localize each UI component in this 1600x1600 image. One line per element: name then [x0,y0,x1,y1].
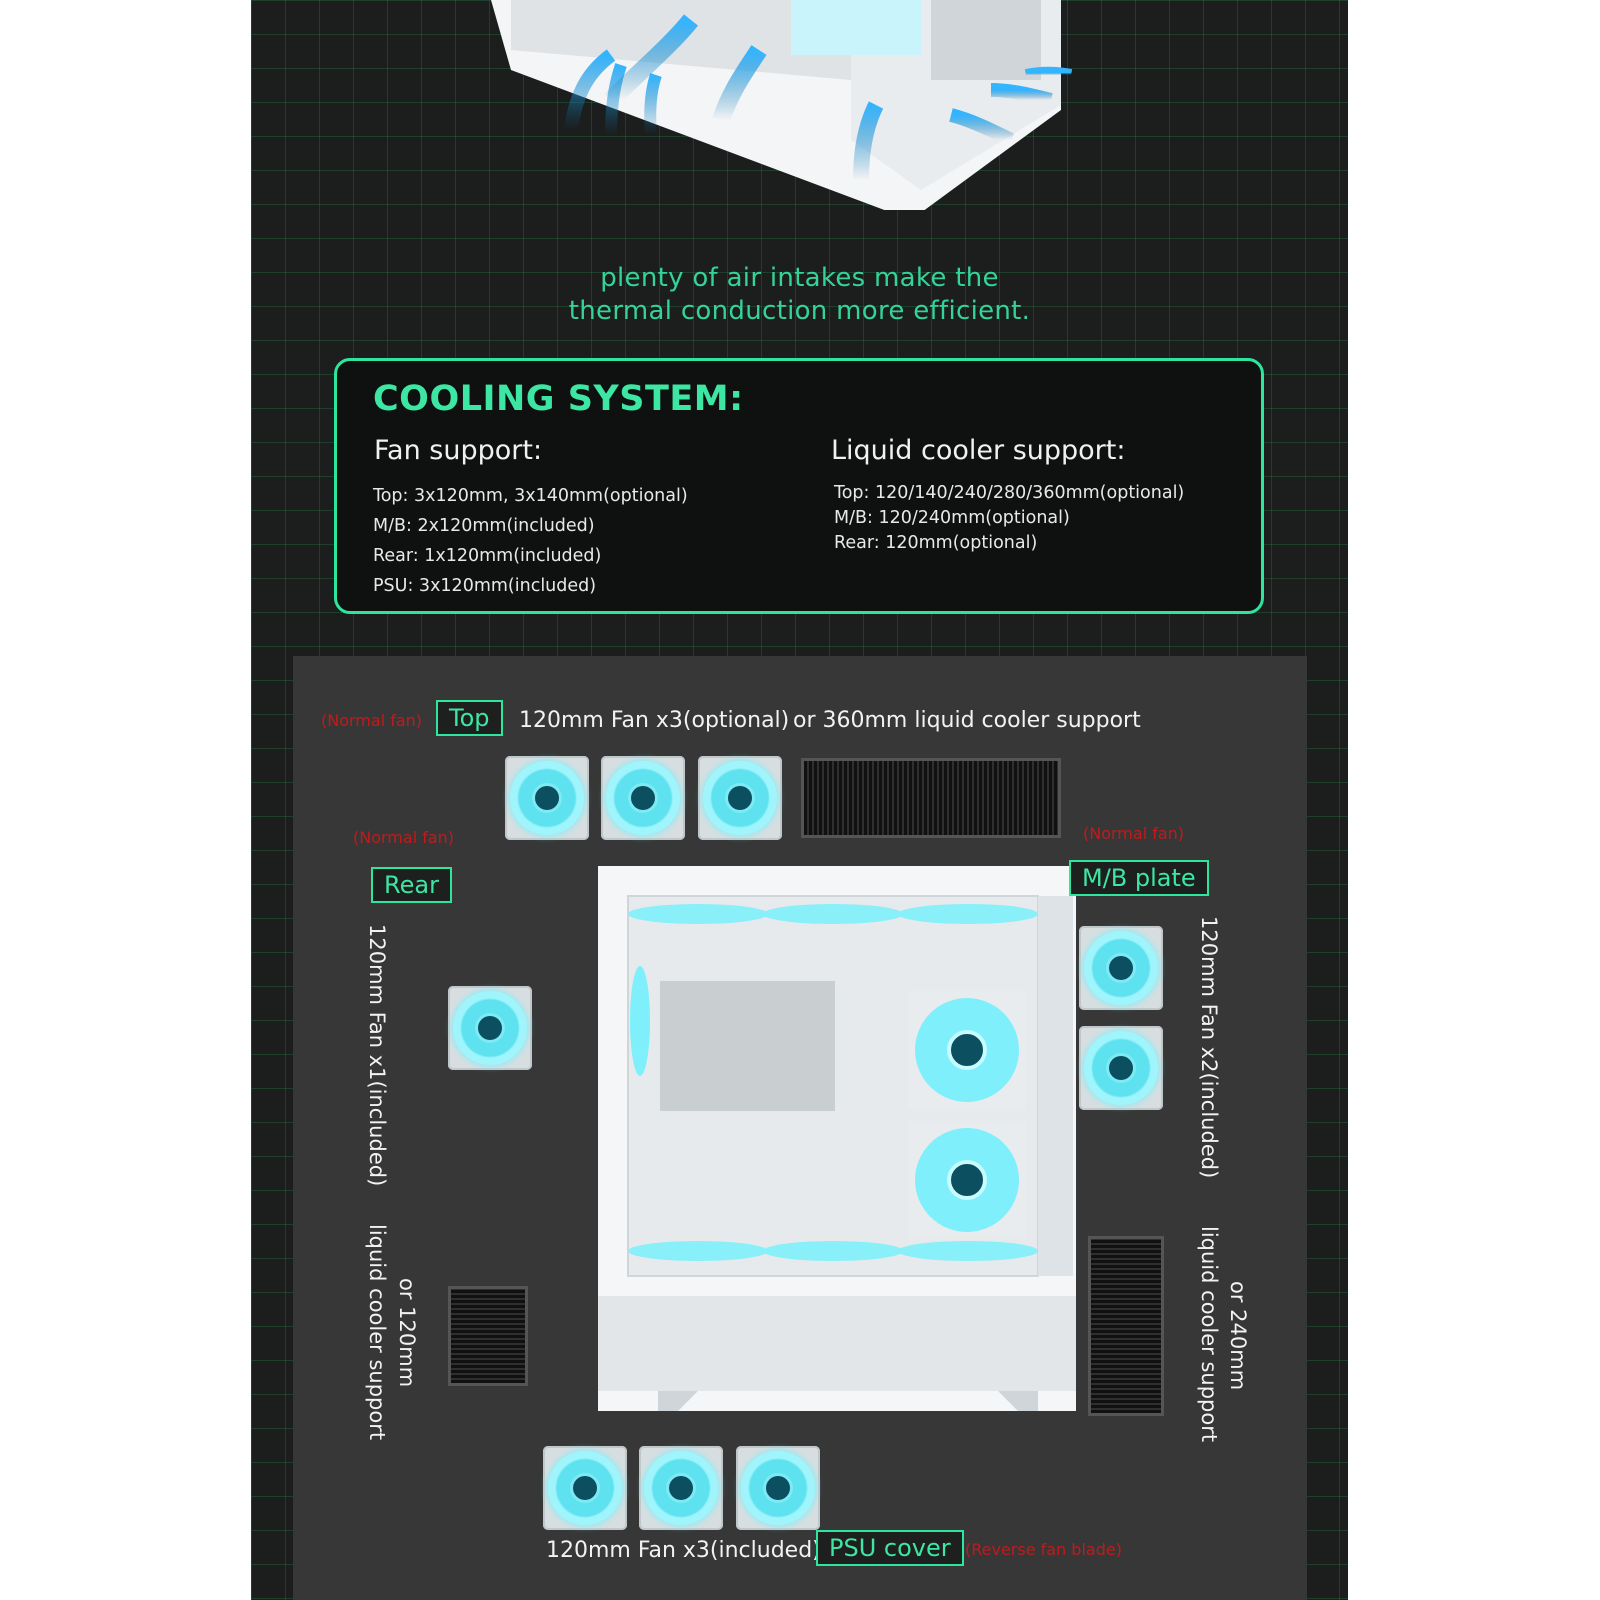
fan-support-heading: Fan support: [374,435,543,466]
fan-icon [543,1446,627,1530]
top-fan-text: 120mm Fan x3(optional) [519,708,790,733]
fan-layout-diagram: (Normal fan) Top 120mm Fan x3(optional) … [293,656,1307,1600]
liquid-support-heading: Liquid cooler support: [831,435,1126,466]
mb-tag: M/B plate [1069,860,1209,896]
fan-icon [639,1446,723,1530]
pc-case-illustration [598,866,1076,1411]
fan-icon [601,756,685,840]
rear-note: (Normal fan) [353,828,455,847]
psu-note: (Reverse fan blade) [965,1540,1122,1559]
rear-tag: Rear [371,867,452,903]
radiator-360-icon [801,758,1061,838]
case-airflow-illustration [491,0,1073,210]
liquid-support-list: Top: 120/140/240/280/360mm(optional) M/B… [834,481,1184,556]
fan-icon [698,756,782,840]
rear-liquid-text-1: or 120mm [395,1278,419,1388]
rear-fan-text: 120mm Fan x1(included) [365,924,389,1187]
list-item: M/B: 120/240mm(optional) [834,508,1070,528]
fan-icon [505,756,589,840]
list-item: Rear: 120mm(optional) [834,533,1038,553]
tagline-line-2: thermal conduction more efficient. [568,296,1031,326]
top-note: (Normal fan) [321,711,423,730]
fan-icon [448,986,532,1070]
psu-fan-text: 120mm Fan x3(included) [546,1538,821,1563]
fan-icon [736,1446,820,1530]
mb-liquid-text-2: liquid cooler support [1197,1226,1221,1443]
top-tag: Top [436,700,503,736]
mb-liquid-text-1: or 240mm [1226,1281,1250,1391]
rear-liquid-text-2: liquid cooler support [365,1224,389,1441]
list-item: Rear: 1x120mm(included) [373,546,602,566]
psu-tag: PSU cover [816,1530,964,1566]
cooling-title: COOLING SYSTEM: [373,379,744,419]
fan-support-list: Top: 3x120mm, 3x140mm(optional) M/B: 2x1… [373,481,688,601]
cooling-spec-box: COOLING SYSTEM: Fan support: Top: 3x120m… [334,358,1264,614]
list-item: Top: 3x120mm, 3x140mm(optional) [373,486,688,506]
list-item: M/B: 2x120mm(included) [373,516,595,536]
mb-fan-text: 120mm Fan x2(included) [1197,916,1221,1179]
product-infographic: plenty of air intakes make the thermal c… [251,0,1348,1600]
mb-note: (Normal fan) [1083,824,1185,843]
airflow-tagline: plenty of air intakes make the thermal c… [251,262,1348,328]
radiator-240-icon [1088,1236,1164,1416]
list-item: PSU: 3x120mm(included) [373,576,597,596]
fan-icon [1079,926,1163,1010]
top-liquid-text: or 360mm liquid cooler support [793,708,1141,733]
fan-icon [1079,1026,1163,1110]
radiator-120-icon [448,1286,528,1386]
tagline-line-1: plenty of air intakes make the [600,263,999,293]
list-item: Top: 120/140/240/280/360mm(optional) [834,483,1185,503]
